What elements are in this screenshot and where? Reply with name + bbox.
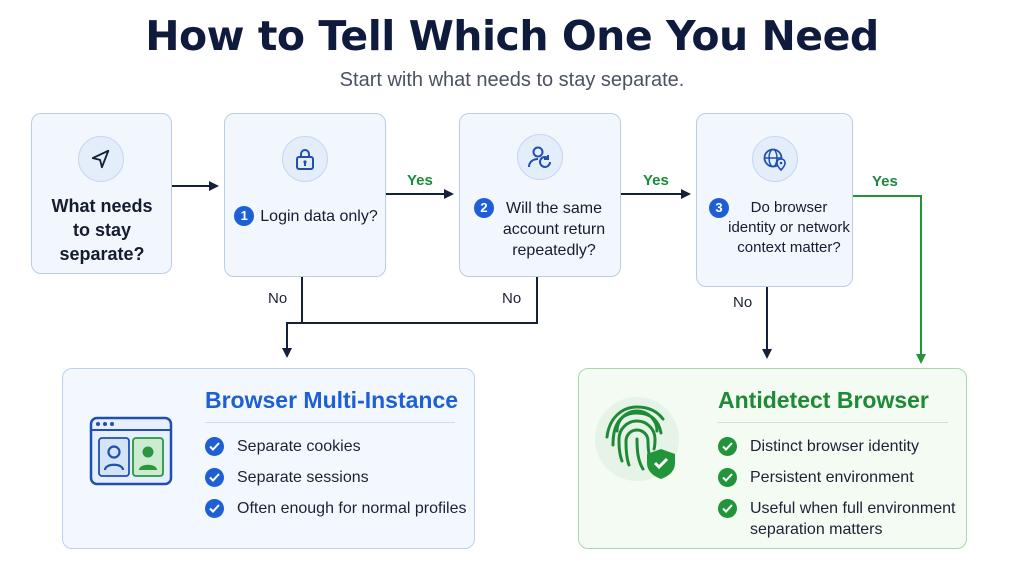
- list-item: Distinct browser identity: [718, 436, 958, 457]
- edge-label-q1-yes: Yes: [407, 172, 433, 189]
- result-antidetect-title: Antidetect Browser: [718, 387, 929, 413]
- list-item: Separate sessions: [205, 467, 470, 488]
- result-multi-instance-title: Browser Multi-Instance: [205, 387, 459, 413]
- divider: [718, 422, 948, 423]
- divider: [205, 422, 455, 423]
- fingerprint-shield-icon: [591, 391, 691, 496]
- antidetect-features: Distinct browser identity Persistent env…: [718, 436, 958, 550]
- page-subtitle: Start with what needs to stay separate.: [339, 69, 685, 91]
- edge-label-q1-no: No: [268, 290, 288, 307]
- edge-label-q2-yes: Yes: [643, 172, 669, 189]
- list-item: Often enough for normal profiles: [205, 498, 470, 519]
- page-title: How to Tell Which One You Need: [145, 12, 879, 60]
- question-2-label: Will the same account return repeatedly?: [502, 200, 606, 259]
- check-icon: [718, 499, 737, 518]
- browser-window-users-icon: [89, 416, 173, 491]
- step-badge-1: 1: [234, 206, 255, 226]
- check-icon: [205, 437, 224, 456]
- question-node-2: 2 Will the same account return repeatedly…: [459, 113, 621, 277]
- question-node-1: 1 Login data only?: [224, 113, 386, 277]
- question-3-label: Do browser identity or network context m…: [728, 199, 850, 256]
- step-badge-3: 3: [709, 198, 729, 218]
- check-icon: [205, 468, 224, 487]
- step-badge-2: 2: [474, 198, 494, 218]
- question-1-label: Login data only?: [260, 208, 378, 225]
- edge-label-q3-yes: Yes: [872, 173, 898, 190]
- edge-q1-q2-no: [287, 277, 538, 356]
- edge-q3-yes: [853, 195, 926, 364]
- result-multi-instance: Browser Multi-Instance Separate cookies …: [62, 368, 475, 549]
- list-item: Persistent environment: [718, 467, 958, 488]
- navigation-arrow-icon: [78, 136, 124, 182]
- user-refresh-icon: [517, 134, 563, 180]
- check-icon: [718, 437, 737, 456]
- start-node: What needs to stay separate?: [31, 113, 172, 274]
- list-item: Useful when full environment separation …: [718, 498, 958, 540]
- edge-label-q2-no: No: [502, 290, 522, 307]
- globe-location-icon: [752, 136, 798, 182]
- check-icon: [205, 499, 224, 518]
- list-item: Separate cookies: [205, 436, 470, 457]
- check-icon: [718, 468, 737, 487]
- question-2-text: 2 Will the same account return repeatedly…: [470, 198, 616, 261]
- question-1-text: 1 Login data only?: [231, 206, 381, 227]
- result-antidetect: Antidetect Browser Distinct browser iden…: [578, 368, 967, 549]
- start-node-label: What needs to stay separate?: [51, 196, 153, 264]
- lock-icon: [282, 136, 328, 182]
- edge-label-q3-no: No: [733, 294, 753, 311]
- multi-instance-features: Separate cookies Separate sessions Often…: [205, 436, 470, 529]
